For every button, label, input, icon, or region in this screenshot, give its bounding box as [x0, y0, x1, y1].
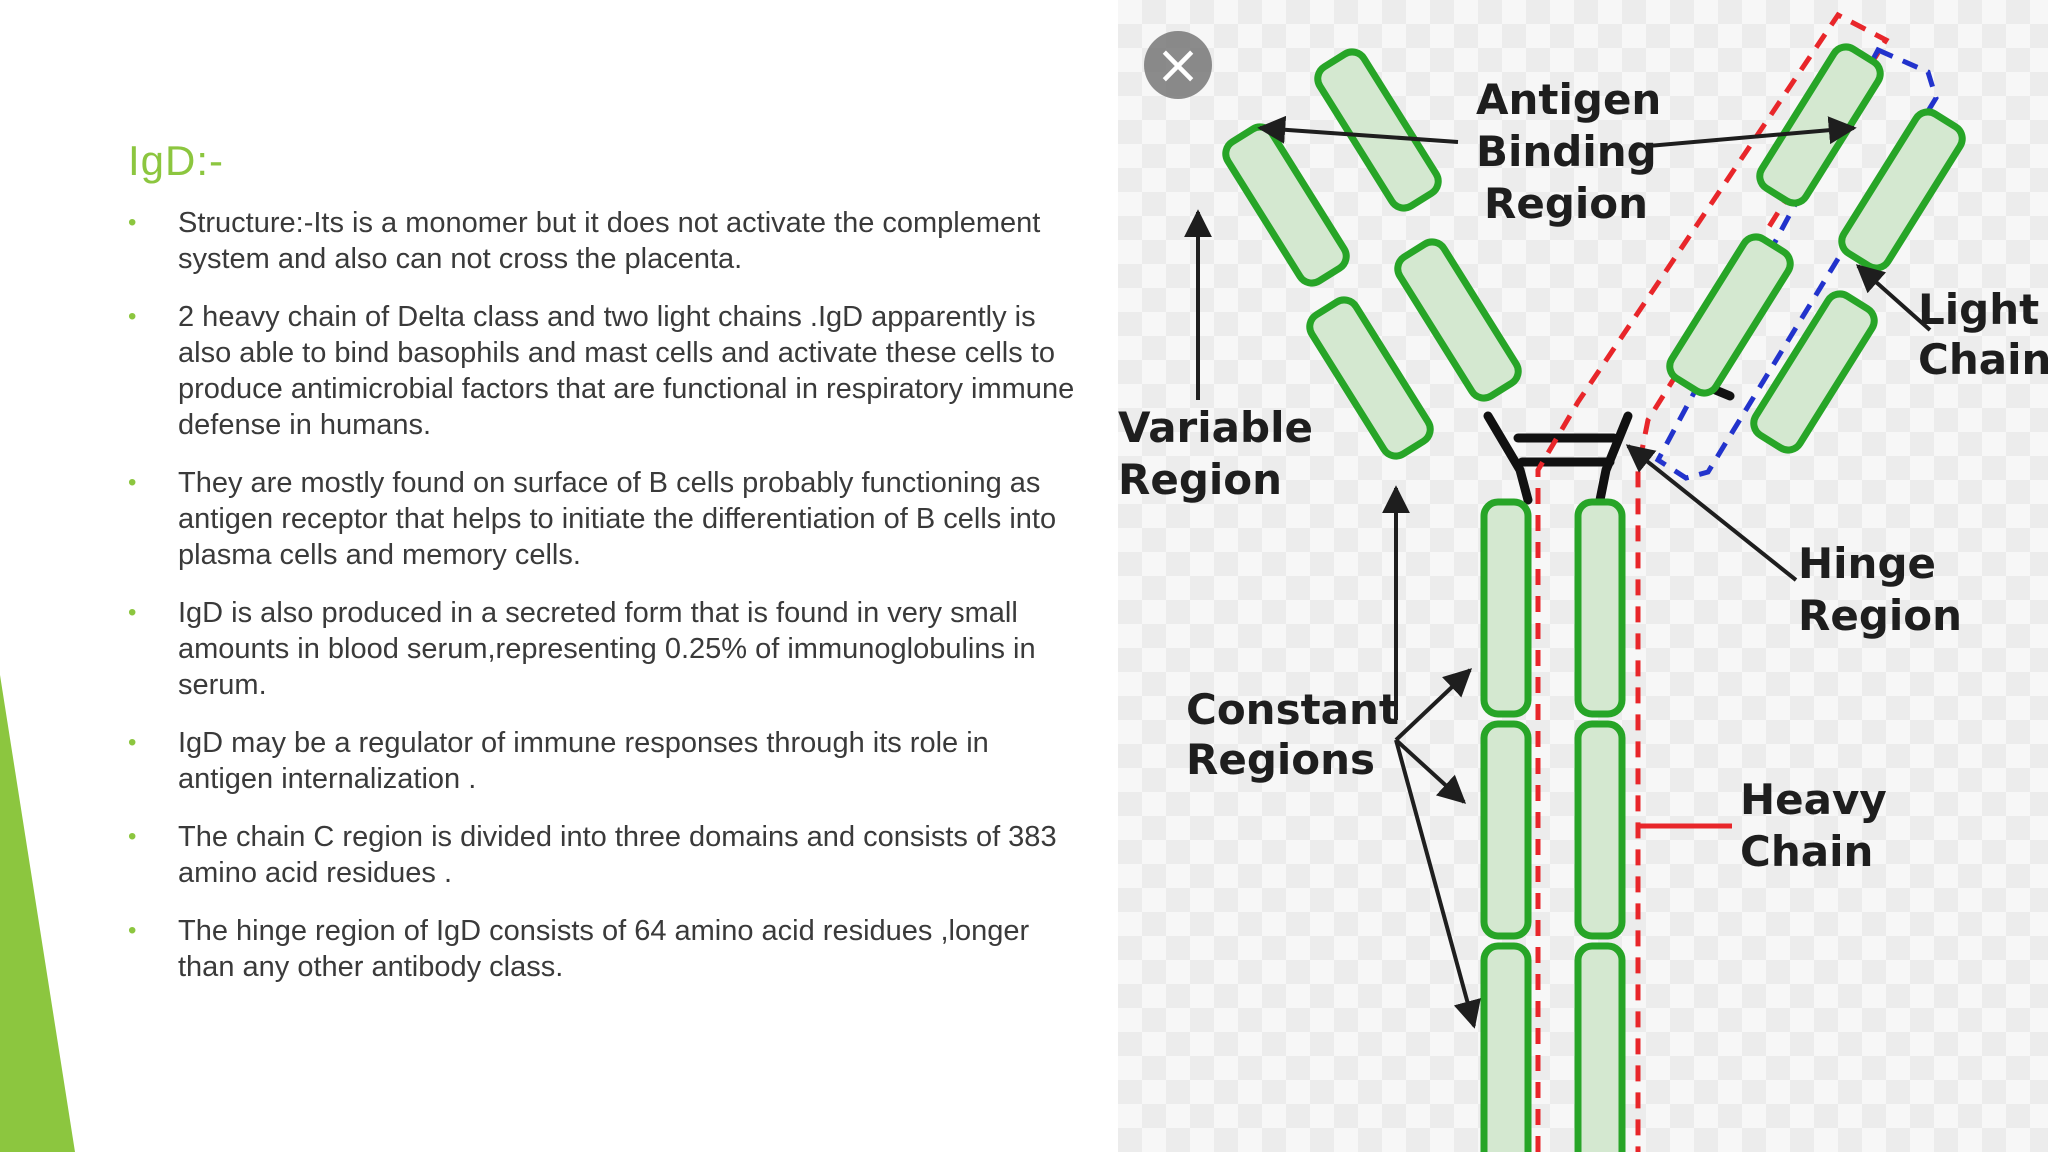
bullet-text: Structure:-Its is a monomer but it does … — [178, 207, 1041, 275]
label-variable-line1: Variable — [1118, 403, 1313, 452]
close-button[interactable]: × — [1144, 31, 1212, 99]
label-heavy-line1: Heavy — [1740, 775, 1887, 824]
stem — [1480, 498, 1626, 1152]
bullet-icon: • — [128, 599, 137, 626]
domain-rect — [1222, 123, 1350, 287]
domain-rect — [1480, 720, 1532, 940]
antibody-diagram: Antigen Binding Region Light Chain Varia… — [1118, 0, 2048, 1152]
left-arm — [1222, 48, 1522, 460]
label-hinge-line1: Hinge — [1798, 539, 1936, 588]
domain-rect — [1394, 238, 1522, 402]
slide-heading: IgD:- — [128, 137, 225, 184]
bullet-item: • The hinge region of IgD consists of 64 … — [128, 913, 1088, 985]
bullet-text: 2 heavy chain of Delta class and two lig… — [178, 301, 1075, 441]
bullet-text: IgD may be a regulator of immune respons… — [178, 727, 989, 795]
domain-rect — [1750, 290, 1878, 454]
bullet-icon: • — [128, 469, 137, 496]
bullet-item: • They are mostly found on surface of B c… — [128, 465, 1088, 573]
bullet-item: • IgD is also produced in a secreted form… — [128, 595, 1088, 703]
bullet-item: • 2 heavy chain of Delta class and two li… — [128, 299, 1088, 443]
bullet-text: The chain C region is divided into three… — [178, 821, 1057, 889]
bullet-item: • Structure:-Its is a monomer but it does… — [128, 205, 1088, 277]
bullet-text: The hinge region of IgD consists of 64 a… — [178, 915, 1030, 983]
label-antigen-line3: Region — [1484, 179, 1648, 228]
bullet-item: • The chain C region is divided into thre… — [128, 819, 1088, 891]
bullet-item: • IgD may be a regulator of immune respon… — [128, 725, 1088, 797]
domain-rect — [1838, 108, 1966, 272]
bullet-icon: • — [128, 209, 137, 236]
bullet-text: They are mostly found on surface of B ce… — [178, 467, 1057, 571]
light-chain-outline — [1654, 46, 1939, 481]
bullet-list: • Structure:-Its is a monomer but it does… — [128, 205, 1088, 1007]
label-hinge-line2: Region — [1798, 591, 1962, 640]
domain-rect — [1574, 720, 1626, 940]
heavy-chain-outline — [1535, 11, 1890, 1152]
right-arm — [1666, 43, 1966, 454]
label-light-line2: Chain — [1918, 335, 2048, 384]
label-antigen-line2: Binding — [1476, 127, 1657, 176]
bullet-icon: • — [128, 729, 137, 756]
label-antigen-line1: Antigen — [1476, 75, 1661, 124]
label-variable-line2: Region — [1118, 455, 1282, 504]
bullet-icon: • — [128, 823, 137, 850]
domain-rect — [1756, 43, 1884, 207]
label-heavy-line2: Chain — [1740, 827, 1873, 876]
antibody-svg: Antigen Binding Region Light Chain Varia… — [1118, 11, 2048, 1152]
domain-rect — [1480, 498, 1532, 718]
domain-rect — [1314, 48, 1442, 212]
label-light-line1: Light — [1918, 285, 2039, 334]
bullet-icon: • — [128, 917, 137, 944]
domain-rect — [1574, 942, 1626, 1152]
label-constant-line2: Regions — [1186, 735, 1375, 784]
domain-rect — [1574, 498, 1626, 718]
bullet-text: IgD is also produced in a secreted form … — [178, 597, 1036, 701]
bullet-icon: • — [128, 303, 137, 330]
pointer-arrows — [1184, 115, 1932, 1029]
close-icon: × — [1155, 33, 1201, 96]
domain-rect — [1666, 233, 1794, 397]
label-constant-line1: Constant — [1186, 685, 1399, 734]
slide-accent-bar — [0, 675, 75, 1152]
domain-rect — [1480, 942, 1532, 1152]
domain-rect — [1306, 296, 1434, 460]
